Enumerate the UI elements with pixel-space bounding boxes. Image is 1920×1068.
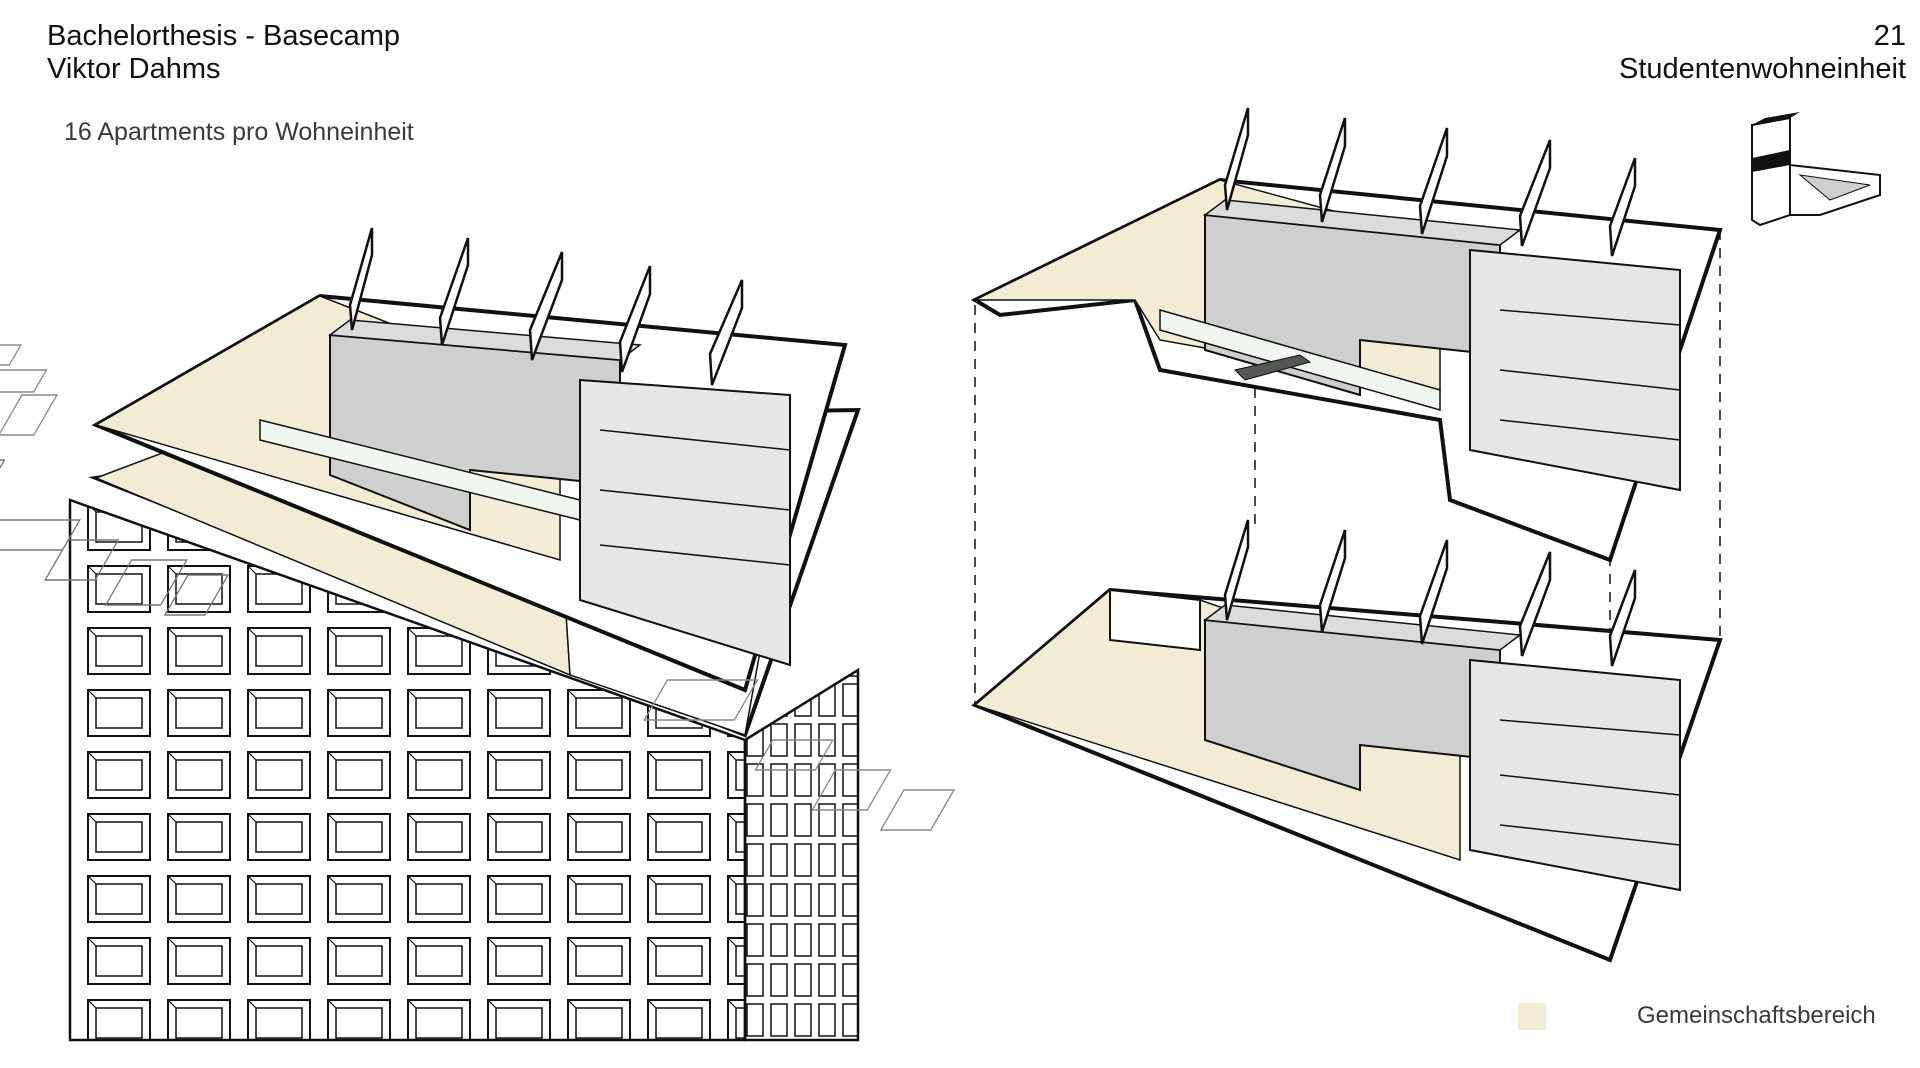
tower-side-facade (743, 667, 860, 1042)
exploded-lower-floor (643, 519, 1723, 963)
subtitle: 16 Apartments pro Wohneinheit (64, 118, 414, 146)
page-number: 21 (1873, 20, 1906, 52)
exploded-floors (643, 107, 1723, 963)
lower-apartments (1469, 658, 1681, 892)
exploded-upper-floor (970, 107, 1723, 563)
tower-axonometric (0, 227, 861, 1042)
section-title: Studentenwohneinheit (1618, 53, 1906, 85)
legend-label: Gemeinschaftsbereich (1637, 1002, 1876, 1029)
header-right: 21 Studentenwohneinheit (1619, 20, 1906, 86)
legend-swatch-common-area (1518, 1002, 1546, 1030)
legend: Gemeinschaftsbereich (1518, 1002, 1876, 1030)
header-left: Bachelorthesis - Basecamp Viktor Dahms (47, 20, 400, 86)
upper-apartments (1469, 248, 1681, 492)
tower-key-plan-icon (1751, 112, 1881, 227)
tower-upper-floor (0, 227, 848, 693)
tower-apartments (579, 378, 791, 667)
author-name: Viktor Dahms (47, 53, 221, 85)
project-title: Bachelorthesis - Basecamp (47, 20, 400, 52)
